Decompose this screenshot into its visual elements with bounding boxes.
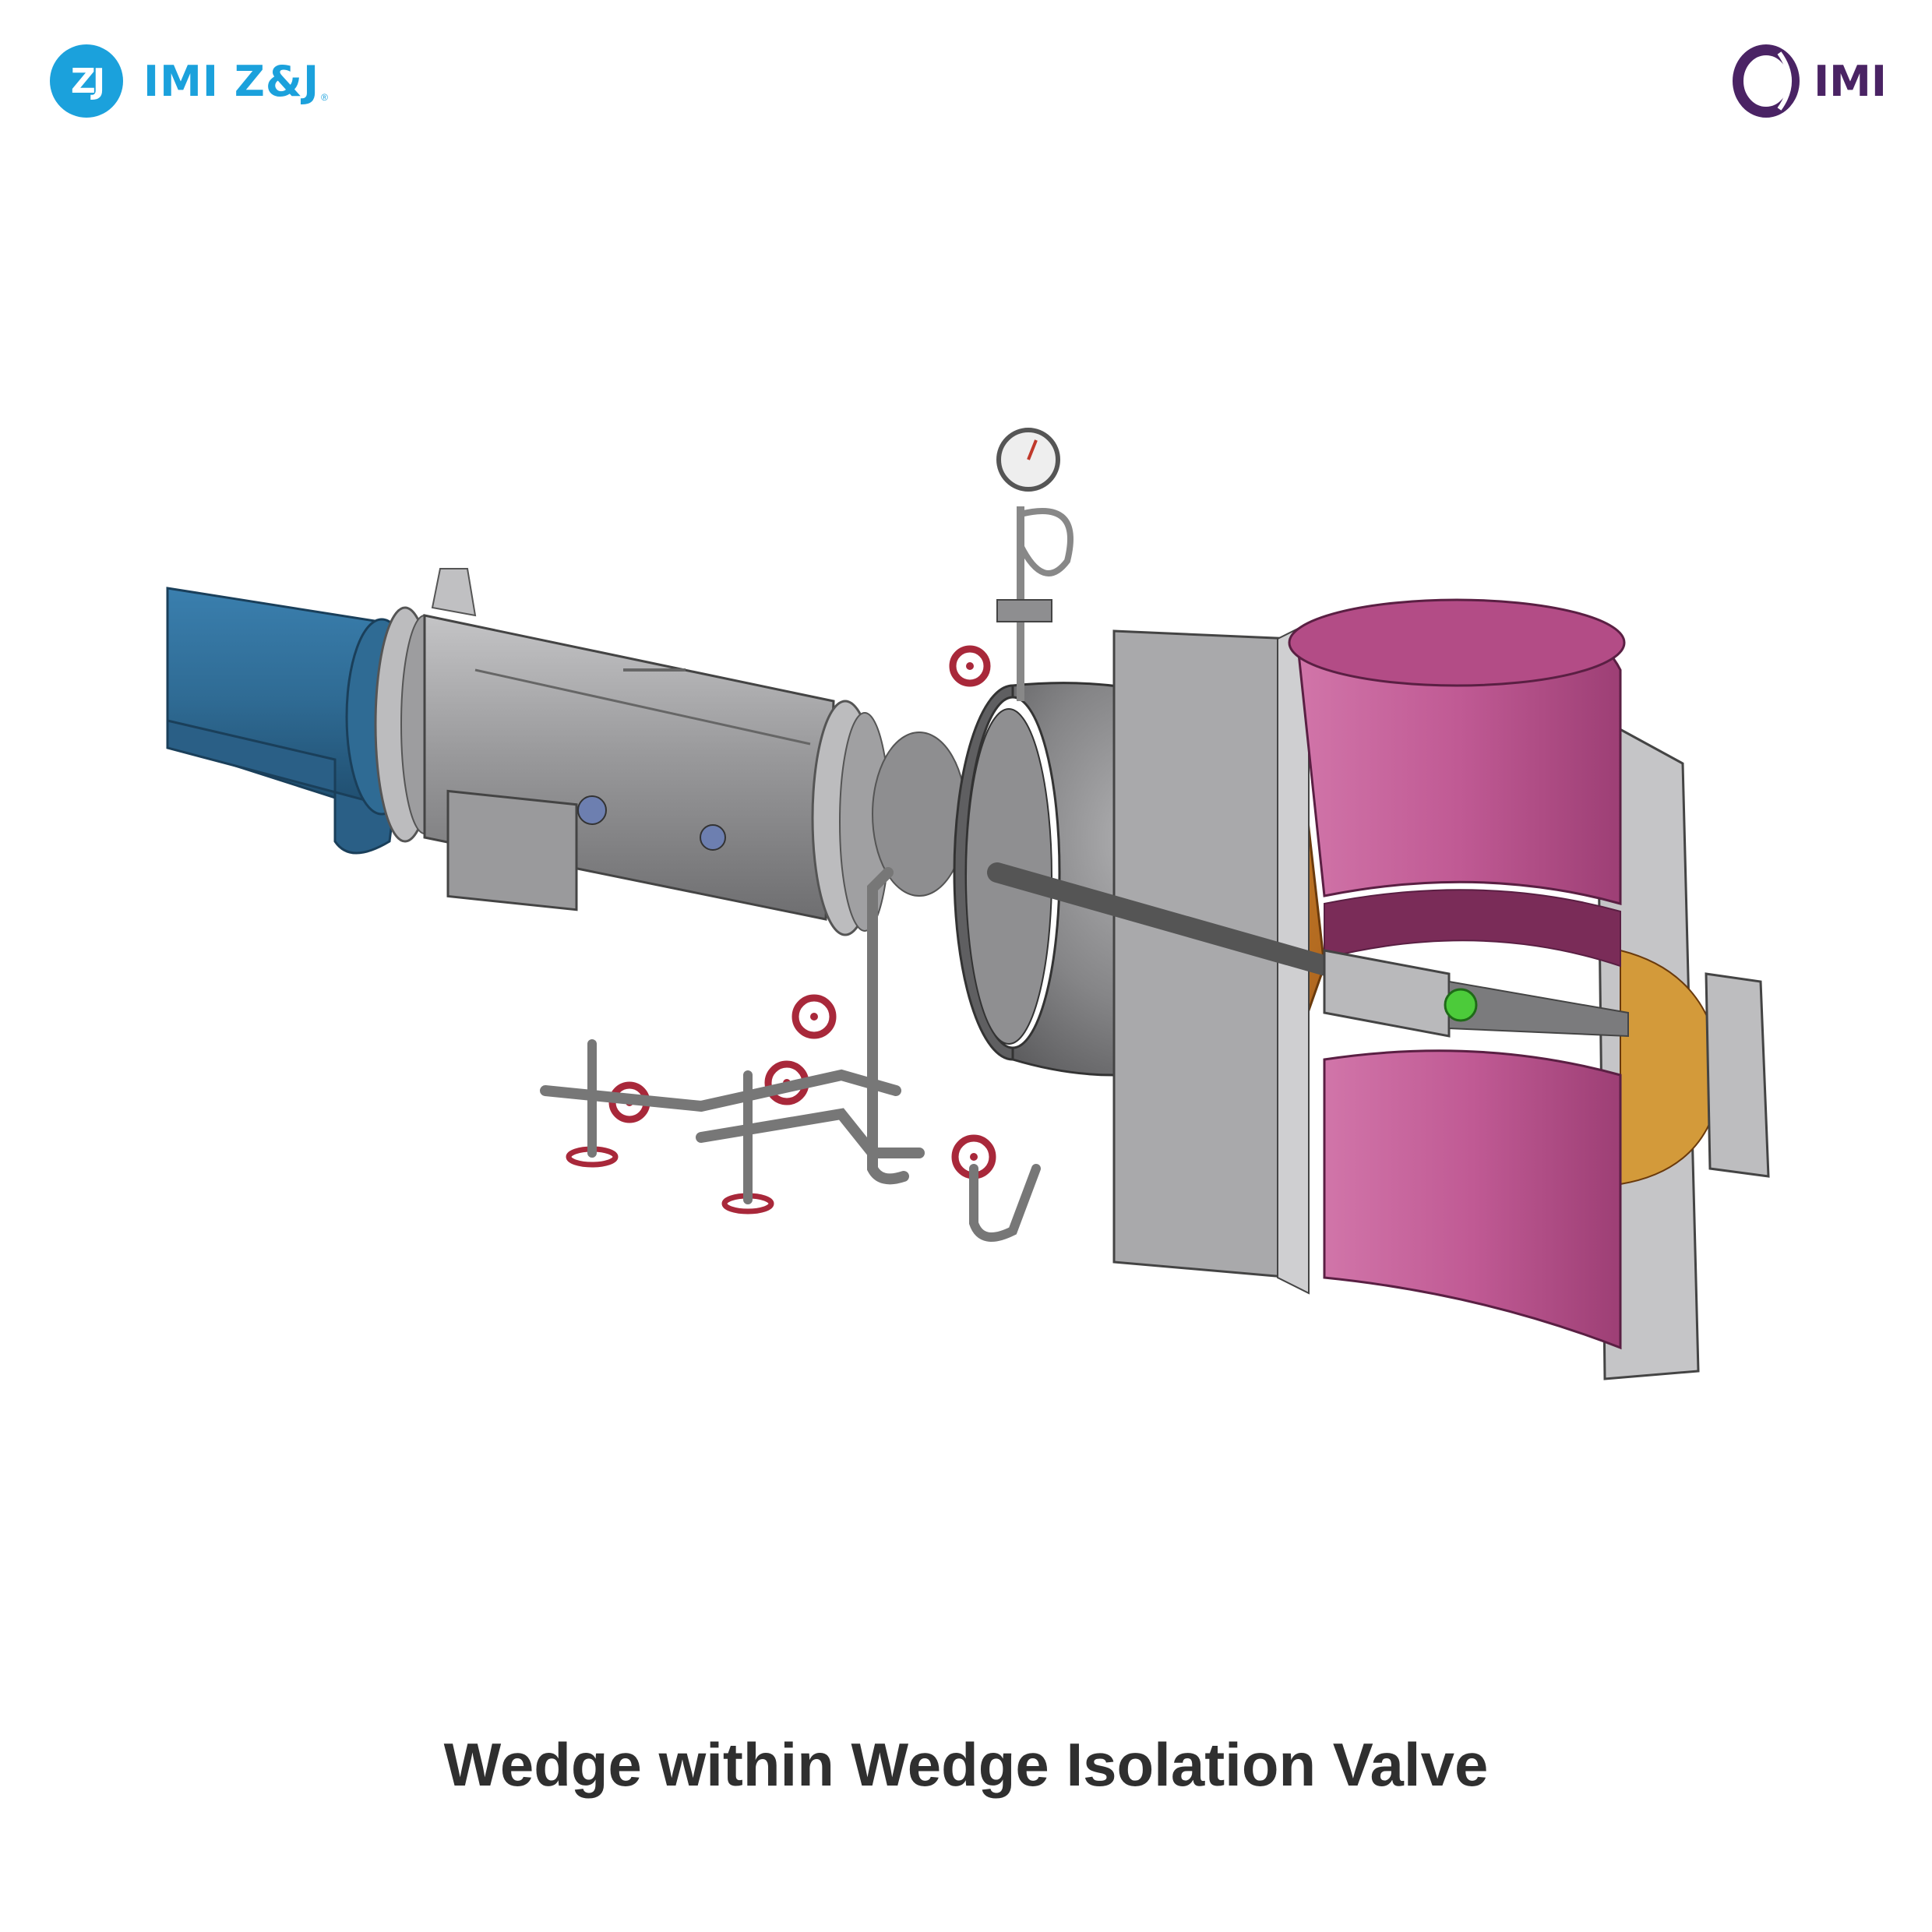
handwheel-icon bbox=[791, 994, 837, 1039]
bore-lining bbox=[1288, 598, 1626, 1350]
imi-logo: IMI bbox=[1733, 44, 1887, 118]
registered-mark: ® bbox=[321, 92, 328, 103]
imi-zj-logo: ZJ IMI Z&J ® bbox=[50, 44, 328, 118]
piping-manifold bbox=[540, 867, 1041, 1242]
main-cylinder bbox=[423, 614, 835, 921]
imi-ring-icon bbox=[1733, 44, 1800, 118]
pressure-gauge bbox=[996, 428, 1074, 701]
position-indicator-icon bbox=[1444, 988, 1478, 1022]
valve-body bbox=[1112, 622, 1770, 1380]
handwheel-icon bbox=[949, 645, 991, 687]
imi-brand-text: IMI bbox=[1814, 56, 1887, 106]
stem-and-wedge bbox=[987, 862, 1629, 1038]
figure-caption: Wedge within Wedge Isolation Valve bbox=[443, 1730, 1489, 1799]
middle-flange bbox=[811, 700, 967, 936]
zj-badge-icon: ZJ bbox=[50, 44, 123, 118]
imi-zj-brand-text: IMI Z&J bbox=[143, 56, 320, 106]
